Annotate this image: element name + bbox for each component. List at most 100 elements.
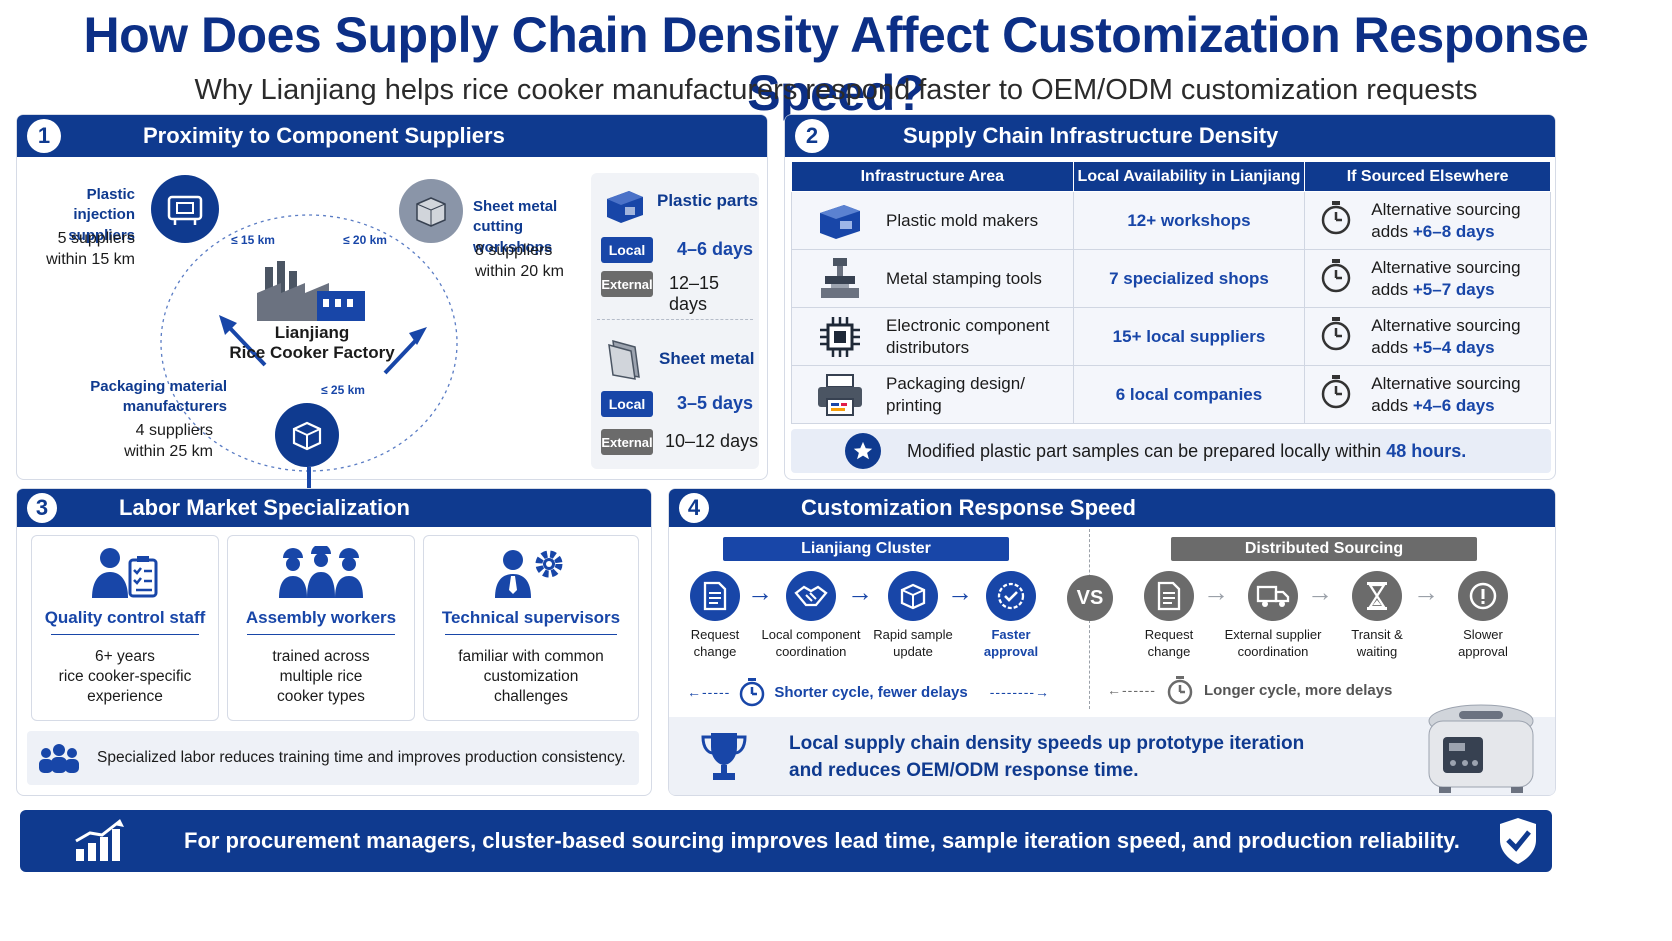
document-icon bbox=[690, 571, 740, 621]
sheet-metal-supplier-icon bbox=[399, 179, 463, 243]
timer-icon bbox=[1319, 316, 1353, 357]
plastic-external-tag: External bbox=[601, 271, 653, 297]
flow-step-label-2: update bbox=[893, 643, 933, 659]
flow-step-label-2: coordination bbox=[1237, 643, 1309, 659]
sheet-supplier-label-2: cutting workshops bbox=[473, 218, 553, 256]
plastic-local-tag: Local bbox=[601, 237, 653, 263]
infrastructure-area-cell: Plastic mold makers bbox=[791, 191, 1074, 250]
area-name: Metal stamping tools bbox=[886, 268, 1042, 288]
packaging-supplier-icon bbox=[275, 403, 339, 467]
document-icon bbox=[1144, 571, 1194, 621]
area-name: Packaging design/ bbox=[886, 374, 1025, 394]
flow-step-label-1: Rapid sample bbox=[873, 627, 953, 642]
flow-step-label-1: Local component bbox=[761, 627, 861, 642]
truck-icon bbox=[1248, 571, 1298, 621]
infrastructure-note-highlight: 48 hours. bbox=[1386, 440, 1467, 461]
labor-card-line: trained across bbox=[272, 648, 370, 665]
section-title: Supply Chain Infrastructure Density bbox=[903, 123, 1279, 148]
section-number: 2 bbox=[795, 119, 829, 153]
flow-step-label-2: change bbox=[693, 643, 737, 659]
right-cycle-row: ←------ Longer cycle, more delays bbox=[1107, 675, 1547, 705]
elsewhere-days: +5–4 days bbox=[1412, 337, 1495, 357]
timer-icon bbox=[1319, 200, 1353, 241]
supervisor-icon bbox=[424, 546, 638, 600]
elsewhere-prefix: adds bbox=[1371, 279, 1413, 299]
stamping-icon bbox=[808, 256, 872, 302]
elsewhere-days: +6–8 days bbox=[1412, 221, 1495, 241]
flow-step-label-1: Transit & bbox=[1351, 627, 1403, 642]
flow-arrow-icon: → bbox=[747, 577, 773, 607]
section-title: Customization Response Speed bbox=[801, 495, 1136, 520]
flow-step-label: Transit &waiting bbox=[1317, 627, 1437, 661]
labor-card-title: Assembly workers bbox=[245, 608, 397, 627]
packaging-distance-arrow-label: ≤ 25 km bbox=[321, 383, 365, 397]
labor-note-text: Specialized labor reduces training time … bbox=[97, 749, 626, 766]
area-name-2: distributors bbox=[886, 337, 970, 357]
approval-badge-icon bbox=[986, 571, 1036, 621]
team-icon bbox=[39, 744, 79, 773]
left-cycle-row: ←----- Shorter cycle, fewer delays -----… bbox=[687, 677, 1077, 707]
printer-icon bbox=[808, 373, 872, 417]
labor-note: Specialized labor reduces training time … bbox=[27, 731, 639, 785]
star-icon bbox=[845, 433, 881, 469]
lianjiang-cluster-header: Lianjiang Cluster bbox=[723, 537, 1009, 561]
shield-check-icon bbox=[1499, 818, 1536, 864]
packaging-supplier-count: 4 suppliers bbox=[135, 422, 213, 439]
sheet-metal-label: Sheet metal bbox=[659, 349, 755, 368]
factory-name: Lianjiang bbox=[274, 323, 350, 342]
footer-banner: For procurement managers, cluster-based … bbox=[20, 810, 1552, 872]
lead-time-box: Plastic parts Local 4–6 days External 12… bbox=[591, 173, 759, 469]
factory-icon bbox=[257, 261, 365, 321]
section-infrastructure-header: 2 Supply Chain Infrastructure Density bbox=[785, 115, 1555, 157]
plastic-parts-label: Plastic parts bbox=[657, 191, 759, 210]
growth-chart-icon bbox=[75, 819, 124, 861]
elsewhere-line-1: Alternative sourcing bbox=[1371, 258, 1521, 278]
area-name: Electronic component bbox=[886, 316, 1050, 336]
local-availability-cell: 12+ workshops bbox=[1072, 191, 1306, 250]
labor-card-line: multiple rice bbox=[279, 668, 363, 686]
flow-arrow-icon: → bbox=[947, 577, 973, 607]
elsewhere-prefix: adds bbox=[1371, 395, 1413, 415]
stopwatch-icon bbox=[740, 678, 765, 707]
labor-card-divider bbox=[246, 634, 396, 635]
distributed-sourcing-header: Distributed Sourcing bbox=[1171, 537, 1477, 561]
vs-badge: VS bbox=[1067, 575, 1113, 621]
flow-step-label-2: coordination bbox=[775, 643, 847, 659]
labor-card-title: Quality control staff bbox=[44, 608, 206, 627]
flow-step-label-1: Request bbox=[690, 627, 740, 642]
sheet-supplier-count: 8 suppliers bbox=[475, 242, 553, 259]
factory-name-2: Rice Cooker Factory bbox=[229, 343, 395, 363]
labor-card-line: experience bbox=[87, 688, 163, 706]
elsewhere-prefix: adds bbox=[1371, 337, 1413, 357]
plastic-supplier-count: 5 suppliers bbox=[57, 230, 135, 247]
flow-step-label-1: Faster bbox=[991, 627, 1031, 642]
labor-card-line: challenges bbox=[493, 688, 569, 706]
section-proximity: 1 Proximity to Component Suppliers Plast… bbox=[16, 114, 768, 501]
handshake-icon bbox=[786, 571, 836, 621]
labor-card-divider bbox=[445, 634, 617, 635]
elsewhere-days: +4–6 days bbox=[1412, 395, 1495, 415]
page-title: How Does Supply Chain Density Affect Cus… bbox=[83, 7, 1589, 121]
conclusion-line-2: and reduces OEM/ODM response time. bbox=[789, 759, 1139, 781]
rice-cooker-image bbox=[1428, 704, 1534, 793]
section-number: 4 bbox=[679, 493, 709, 523]
section-infrastructure: 2 Supply Chain Infrastructure Density In… bbox=[784, 114, 1556, 480]
labor-card-title: Technical supervisors bbox=[441, 608, 621, 627]
sheet-external-days: 10–12 days bbox=[665, 431, 759, 451]
lead-time-divider bbox=[597, 319, 753, 320]
packaging-supplier-label-2: manufacturers bbox=[122, 398, 227, 416]
plastic-supplier-distance: within 15 km bbox=[46, 250, 135, 268]
infrastructure-table: Infrastructure Area Local Availability i… bbox=[791, 161, 1551, 424]
footer-text: For procurement managers, cluster-based … bbox=[184, 828, 1460, 853]
flow-step-label-1: External supplier bbox=[1224, 627, 1322, 642]
plastic-parts-icon bbox=[607, 191, 643, 223]
section-response-header: 4 Customization Response Speed bbox=[669, 489, 1555, 527]
section-proximity-header: 1 Proximity to Component Suppliers bbox=[17, 115, 767, 157]
